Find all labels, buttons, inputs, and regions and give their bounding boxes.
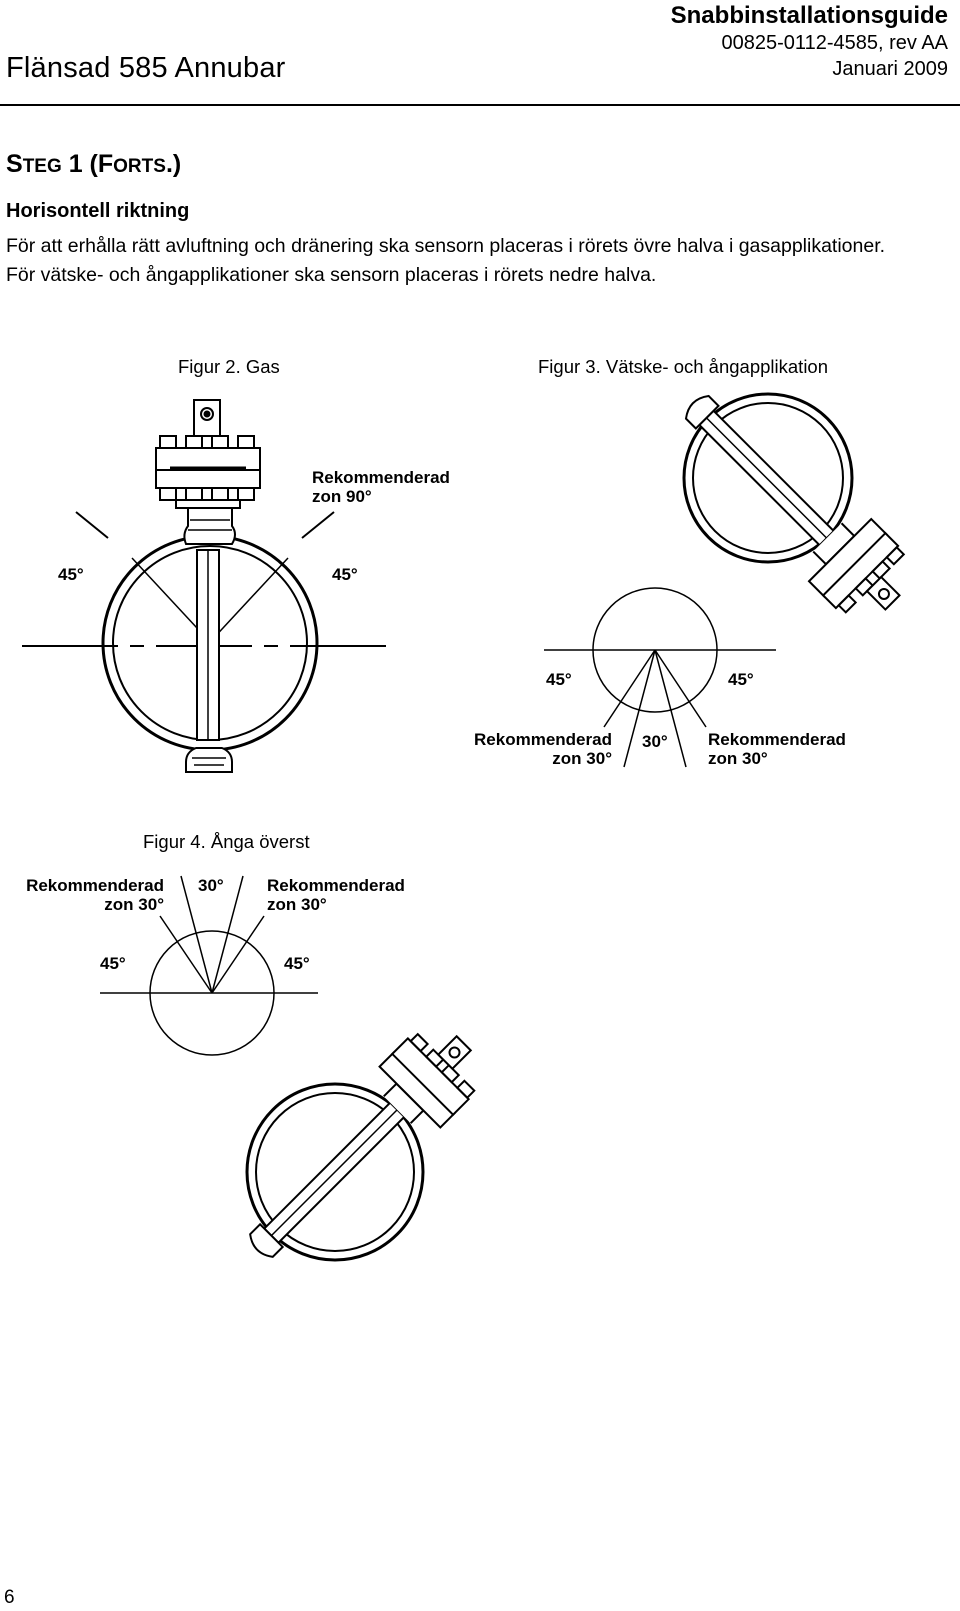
figure-2-bolt	[238, 436, 254, 448]
figure-2-angle-right: 45°	[332, 565, 358, 584]
step-heading-part: .)	[165, 150, 182, 178]
figure-4-end-cap	[246, 1224, 283, 1261]
figure-4-zone-left-label: Rekommenderad zon 30°	[12, 876, 164, 914]
figure-3-boundary-left	[604, 650, 655, 727]
figure-4-boundary-left	[160, 916, 212, 993]
document-date: Januari 2009	[832, 58, 948, 80]
document-title: Snabbinstallationsguide	[670, 2, 948, 29]
figure-3-zone-right-label: Rekommenderad zon 30°	[708, 730, 846, 768]
figure-4-zone-left	[181, 876, 212, 993]
figure-4-caption: Figur 4. Ånga överst	[143, 831, 310, 852]
figure-4-bolt	[457, 1081, 474, 1098]
figure-4-angle-mid: 30°	[198, 876, 224, 895]
figure-2-drawing	[22, 400, 396, 772]
figure-2-zone-label-line1: Rekommenderad	[312, 468, 450, 487]
figure-3-zone-left-label: Rekommenderad zon 30°	[468, 730, 618, 768]
figure-3-zone-left-line1: Rekommenderad	[474, 730, 612, 749]
step-heading: STEG 1 (FORTS.)	[6, 150, 181, 179]
figure-2-bolt	[160, 436, 176, 448]
figure-2-bolt	[186, 436, 202, 448]
figure-2-zone-label-line2: zon 90°	[312, 487, 372, 506]
figure-4-boundary-right	[212, 916, 264, 993]
figure-3-zone-left	[624, 650, 655, 767]
product-name: Flänsad 585 Annubar	[6, 52, 286, 84]
figure-4-sensor-assembly	[227, 1013, 494, 1280]
figure-4-pipe-inner	[256, 1093, 414, 1251]
figure-4-zone-left-line1: Rekommenderad	[26, 876, 164, 895]
figure-3-angle-left: 45°	[546, 670, 572, 689]
figure-2-angle-left: 45°	[58, 565, 84, 584]
figure-2-caption: Figur 2. Gas	[178, 356, 280, 377]
figure-4-flange-upper	[392, 1038, 468, 1114]
step-heading-part: F	[97, 150, 114, 178]
figure-3-zone-right-line1: Rekommenderad	[708, 730, 846, 749]
figure-2-bolt	[238, 488, 254, 500]
figure-2-flange-base	[176, 500, 240, 508]
figure-4-zone-right	[212, 876, 243, 993]
section-body: För att erhålla rätt avluftning och drän…	[6, 235, 886, 286]
figure-2-bolt	[212, 488, 228, 500]
figure-2-top-tab-hole-center	[205, 412, 210, 417]
figure-2-bolt	[186, 488, 202, 500]
document-info: Snabbinstallationsguide 00825-0112-4585,…	[671, 2, 948, 82]
figure-3-end-cap	[682, 392, 719, 429]
figure-3-angle-right: 45°	[728, 670, 754, 689]
figure-3-sensor-axis	[706, 418, 826, 538]
figure-2-boundary-left-outer	[76, 512, 108, 538]
figure-4-angle-left: 45°	[100, 954, 126, 973]
figure-4-zone-left-line2: zon 30°	[104, 895, 164, 914]
figure-3-flange-lower	[823, 533, 898, 608]
figure-2-zone-label: Rekommenderad zon 90°	[312, 468, 450, 506]
figure-4-tab-hole	[447, 1045, 461, 1059]
figure-3-tab-hole	[877, 587, 891, 601]
figure-2-boundary-right	[210, 558, 288, 642]
figure-4-pipe-outer	[247, 1084, 423, 1260]
figure-2-mount-neck	[184, 508, 235, 544]
section-heading: Horisontell riktning	[6, 200, 190, 222]
figure-3-tab	[867, 577, 900, 610]
figure-3-pipe-outer	[684, 394, 852, 562]
figure-4-zone-right-line1: Rekommenderad	[267, 876, 405, 895]
document-number: 00825-0112-4585, rev AA	[721, 32, 948, 54]
figure-2-bolt	[212, 436, 228, 448]
figure-3-zone-left-line2: zon 30°	[552, 749, 612, 768]
figure-3-zone-right	[655, 650, 686, 767]
figure-3-caption: Figur 3. Vätske- och ångapplikation	[538, 356, 829, 377]
figure-2-boundary-right-outer	[302, 512, 334, 538]
figure-4-zone-right-label: Rekommenderad zon 30°	[267, 876, 405, 914]
figure-4-bolt	[411, 1034, 428, 1051]
figure-4-sensor-axis	[271, 1110, 397, 1236]
figure-3-drawing	[544, 372, 924, 767]
figure-3-boundary-right	[655, 650, 706, 727]
figure-2-top-tab-hole	[201, 408, 213, 420]
figure-3-sensor-assembly	[662, 372, 924, 634]
page-number: 6	[4, 1587, 15, 1608]
figure-4-zone-right-line2: zon 30°	[267, 895, 327, 914]
figure-4-tab	[438, 1036, 471, 1069]
step-heading-part: TEG	[22, 156, 62, 177]
figure-3-zone-right-line2: zon 30°	[708, 749, 768, 768]
figure-2-bolt	[160, 488, 176, 500]
figure-2-top-tab	[194, 400, 220, 436]
figure-3-bolt	[887, 547, 904, 564]
figure-2-flange-lower	[156, 470, 260, 488]
step-heading-part: 1 (	[61, 150, 98, 178]
header-divider	[0, 104, 960, 106]
figure-4-bolt	[442, 1065, 459, 1082]
figure-3-bolt	[839, 595, 856, 612]
figure-3-angle-mid: 30°	[642, 732, 668, 751]
step-heading-part: S	[6, 150, 23, 178]
figure-4-angle-right: 45°	[284, 954, 310, 973]
figure-4-drawing	[100, 876, 494, 1280]
figure-2-end-cap	[186, 748, 232, 772]
figure-3-bolt	[873, 561, 890, 578]
figure-3-pipe-inner	[693, 403, 843, 553]
step-heading-part: ORTS	[113, 156, 166, 177]
